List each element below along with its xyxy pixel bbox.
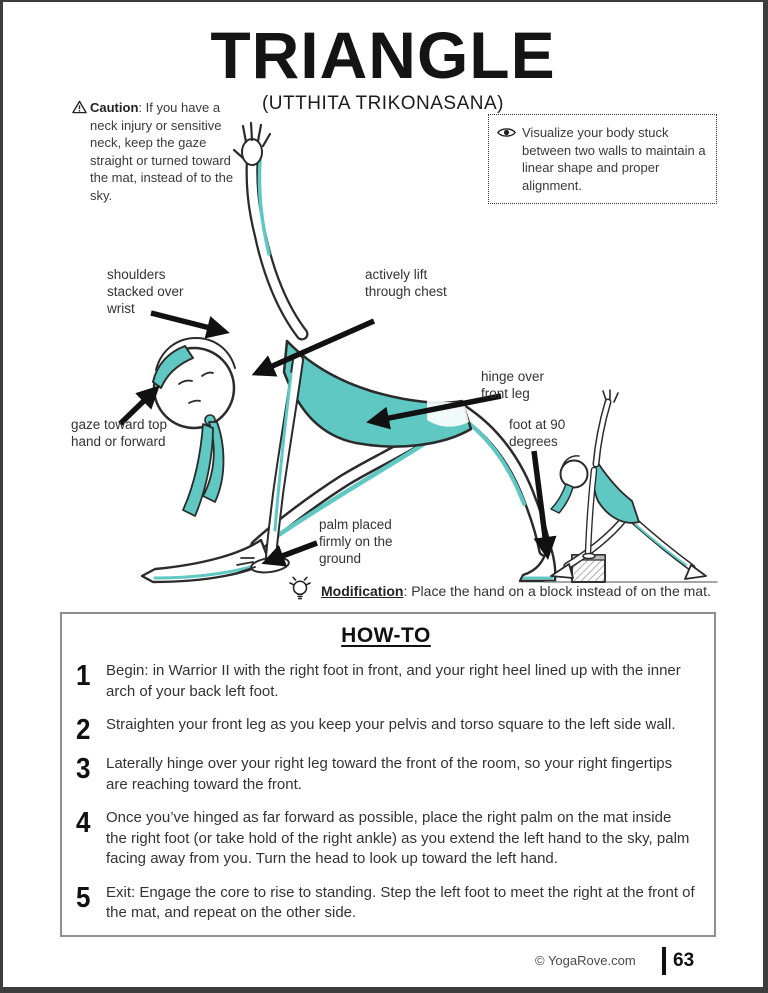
annotation-palm: palm placed firmly on the ground (319, 517, 393, 566)
annotation-foot: foot at 90 degrees (509, 417, 566, 449)
step-number: 5 (76, 880, 91, 914)
step-text: Begin: in Warrior II with the right foot… (106, 662, 681, 700)
annotation-chest: actively lift through chest (365, 267, 447, 299)
arrow-shoulders (150, 310, 230, 339)
page-title: TRIANGLE (210, 18, 556, 92)
step-text: Straighten your front leg as you keep yo… (106, 716, 676, 733)
visualize-tip-box: Visualize your body stuck between two wa… (488, 114, 717, 204)
warning-triangle-icon (72, 99, 87, 204)
howto-box: HOW-TO 1 Begin: in Warrior II with the r… (60, 612, 716, 937)
annotation-gaze: gaze toward top hand or forward (71, 417, 168, 449)
annotation-arrows (118, 310, 557, 567)
arrow-foot (531, 450, 557, 561)
page-number-bar (662, 947, 666, 975)
howto-step-5: 5 Exit: Engage the core to rise to stand… (76, 882, 696, 924)
page-subtitle: (UTTHITA TRIKONASANA) (261, 93, 505, 114)
howto-step-1: 1 Begin: in Warrior II with the right fo… (76, 661, 696, 702)
modification-note: Modification: Place the hand on a block … (287, 575, 711, 607)
page-number: 63 (662, 947, 694, 975)
step-number: 3 (76, 751, 91, 785)
arrow-palm (261, 540, 318, 567)
step-number: 4 (76, 805, 91, 839)
caution-text: Caution: If you have a neck injury or se… (90, 100, 234, 203)
triangle-pose-figure (140, 121, 557, 584)
visualize-text: Visualize your body stuck between two wa… (522, 125, 706, 193)
howto-title: HOW-TO (341, 624, 431, 647)
copyright-text: © YogaRove.com (535, 953, 636, 968)
lightbulb-icon (287, 575, 313, 607)
howto-step-4: 4 Once you’ve hinged as far forward as p… (76, 808, 696, 870)
step-number: 1 (76, 658, 91, 692)
annotation-hinge: hinge over front leg (481, 369, 545, 401)
caution-box: Caution: If you have a neck injury or se… (72, 99, 242, 204)
arrow-chest (251, 318, 376, 377)
annotation-shoulders: shoulders stacked over wrist (107, 267, 184, 316)
arrow-hinge (366, 393, 502, 430)
caution-label: Caution (90, 100, 139, 115)
step-text: Exit: Engage the core to rise to standin… (106, 883, 695, 922)
howto-step-2: 2 Straighten your front leg as you keep … (76, 712, 696, 746)
eye-icon (497, 124, 516, 194)
arrow-gaze (118, 385, 160, 426)
step-text: Once you’ve hinged as far forward as pos… (106, 809, 690, 867)
step-number: 2 (76, 712, 91, 746)
block-modification-figure (544, 389, 718, 583)
modification-text: Modification: Place the hand on a block … (321, 583, 711, 599)
step-text: Laterally hinge over your right leg towa… (106, 755, 673, 793)
pose-illustration (118, 121, 718, 584)
howto-step-3: 3 Laterally hinge over your right leg to… (76, 754, 696, 795)
